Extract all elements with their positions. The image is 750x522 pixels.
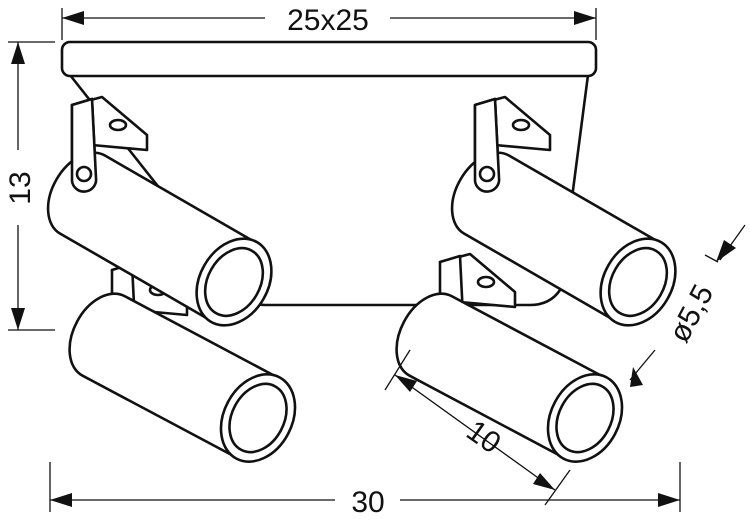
height-label: 13 <box>4 171 37 204</box>
dimension-height: 13 <box>4 41 55 331</box>
dimension-base-size: 25x25 <box>61 4 597 40</box>
spotlight-top-left <box>32 95 288 341</box>
total-width-label: 30 <box>351 486 384 519</box>
base-plate <box>60 40 598 307</box>
spotlight-top-right <box>436 95 692 341</box>
base-size-label: 25x25 <box>287 4 369 37</box>
dimension-total-width: 30 <box>49 462 681 519</box>
